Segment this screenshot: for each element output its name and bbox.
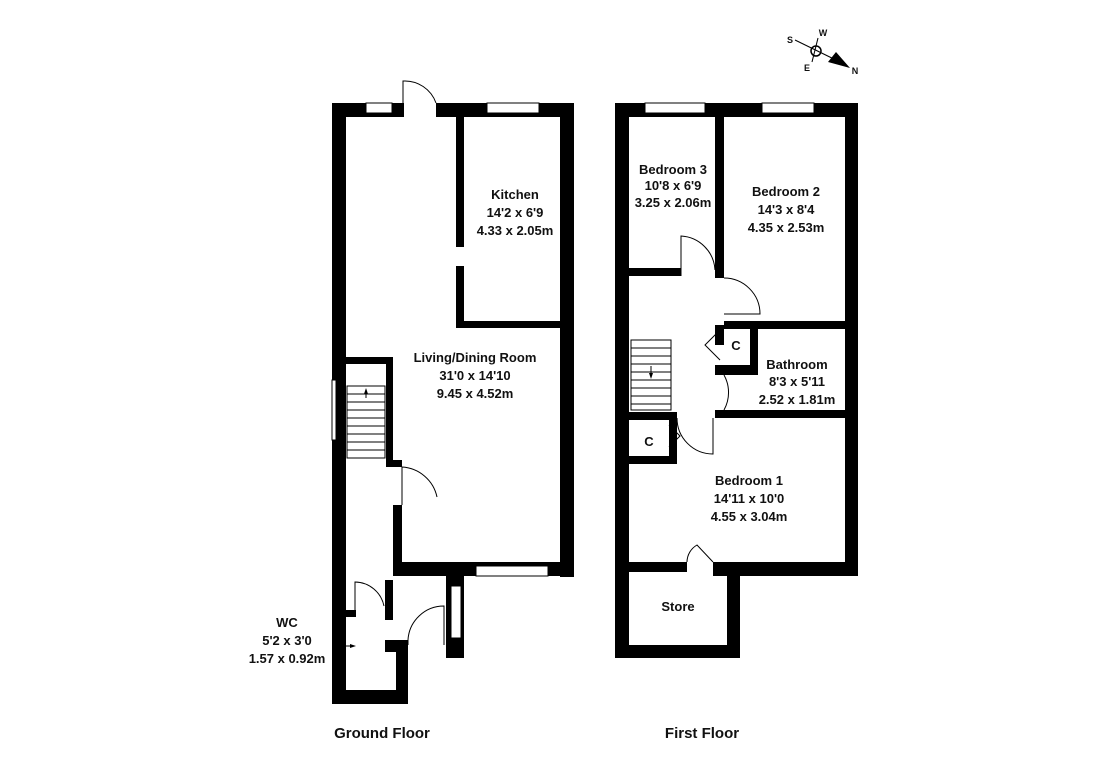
ground-floor-plan xyxy=(331,80,574,704)
ground-floor-title: Ground Floor xyxy=(334,725,430,742)
living-imperial: 31'0 x 14'10 xyxy=(439,368,510,383)
kitchen-name: Kitchen xyxy=(491,187,539,202)
living-metric: 9.45 x 4.52m xyxy=(437,386,514,401)
compass-label-n: N xyxy=(852,66,859,76)
compass-icon: S W E N xyxy=(787,28,858,76)
bedroom3-imperial: 10'8 x 6'9 xyxy=(645,178,702,193)
bedroom2-metric: 4.35 x 2.53m xyxy=(748,220,825,235)
bathroom-label: Bathroom 8'3 x 5'11 2.52 x 1.81m xyxy=(759,357,836,407)
living-dining-label: Living/Dining Room 31'0 x 14'10 9.45 x 4… xyxy=(414,350,537,401)
ground-floor-stairs xyxy=(346,385,386,459)
bedroom2-imperial: 14'3 x 8'4 xyxy=(758,202,816,217)
bathroom-metric: 2.52 x 1.81m xyxy=(759,392,836,407)
bedroom3-metric: 3.25 x 2.06m xyxy=(635,195,712,210)
bedroom2-name: Bedroom 2 xyxy=(752,184,820,199)
compass-label-s: S xyxy=(787,35,793,45)
bedroom3-label: Bedroom 3 10'8 x 6'9 3.25 x 2.06m xyxy=(635,162,712,210)
kitchen-label: Kitchen 14'2 x 6'9 4.33 x 2.05m xyxy=(477,187,554,238)
bathroom-name: Bathroom xyxy=(766,357,827,372)
kitchen-imperial: 14'2 x 6'9 xyxy=(487,205,544,220)
bedroom1-imperial: 14'11 x 10'0 xyxy=(714,491,785,506)
compass-label-w: W xyxy=(819,28,828,38)
first-floor-stairs xyxy=(630,339,672,411)
cupboard-upper-label: C xyxy=(731,338,741,353)
store-label: Store xyxy=(661,599,694,614)
wc-name: WC xyxy=(276,615,298,630)
wc-imperial: 5'2 x 3'0 xyxy=(262,633,312,648)
compass-label-e: E xyxy=(804,63,810,73)
first-floor-plan xyxy=(615,102,858,658)
cupboard-lower-label: C xyxy=(644,434,654,449)
first-floor-title: First Floor xyxy=(665,725,739,742)
bedroom3-name: Bedroom 3 xyxy=(639,162,707,177)
bedroom1-label: Bedroom 1 14'11 x 10'0 4.55 x 3.04m xyxy=(711,473,788,524)
bedroom1-metric: 4.55 x 3.04m xyxy=(711,509,788,524)
kitchen-metric: 4.33 x 2.05m xyxy=(477,223,554,238)
bedroom2-label: Bedroom 2 14'3 x 8'4 4.35 x 2.53m xyxy=(748,184,825,235)
wc-metric: 1.57 x 0.92m xyxy=(249,651,326,666)
living-name: Living/Dining Room xyxy=(414,350,537,365)
bathroom-imperial: 8'3 x 5'11 xyxy=(769,374,825,389)
wc-label: WC 5'2 x 3'0 1.57 x 0.92m xyxy=(249,615,326,666)
bedroom1-name: Bedroom 1 xyxy=(715,473,783,488)
